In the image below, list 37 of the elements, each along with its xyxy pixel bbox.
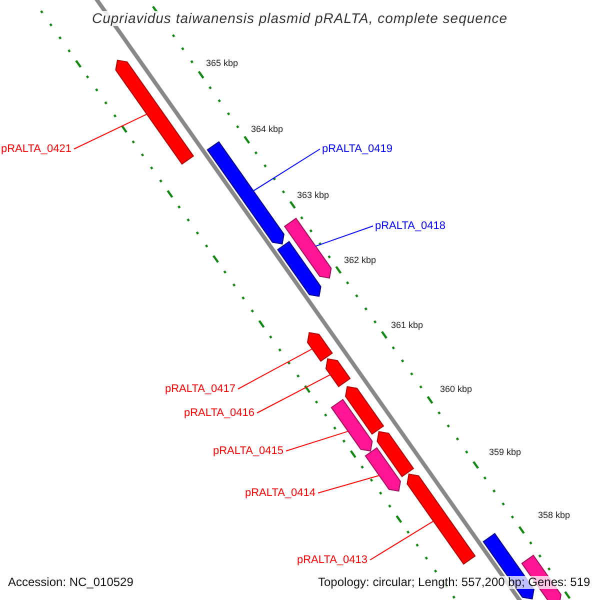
gene-block xyxy=(276,240,322,297)
gene-label: pRALTA_0419 xyxy=(322,143,393,156)
leader-line xyxy=(286,430,349,452)
leader-line xyxy=(318,474,380,494)
gene-block xyxy=(330,398,373,452)
leader-line xyxy=(370,520,434,560)
sequence-info: Topology: circular; Length: 557,200 bp; Genes: 519 xyxy=(318,576,590,589)
gene-block xyxy=(376,431,414,478)
scale-label: 363 kbp xyxy=(297,191,330,201)
gene-block xyxy=(406,474,476,565)
gene-block xyxy=(206,141,284,245)
gene-label: pRALTA_0413 xyxy=(297,554,368,566)
scale-label: 359 kbp xyxy=(489,448,522,458)
gene-label: pRALTA_0421 xyxy=(1,143,72,156)
scale-label: 360 kbp xyxy=(440,385,472,395)
title: Cupriavidus taiwanensis plasmid pRALTA, complete sequence xyxy=(92,10,508,26)
scale-label: 358 kbp xyxy=(538,511,570,521)
gene-label: pRALTA_0414 xyxy=(245,487,316,500)
gene-block xyxy=(325,358,351,388)
gene-label: pRALTA_0415 xyxy=(213,445,284,458)
accession-text: Accession: NC_010529 xyxy=(8,576,134,589)
gene-label: pRALTA_0416 xyxy=(184,407,255,420)
leader-line xyxy=(256,374,331,414)
gene-label: pRALTA_0417 xyxy=(165,383,236,396)
gene-block xyxy=(284,218,332,279)
scale-label: 361 kbp xyxy=(391,321,424,331)
scale-label: 365 kbp xyxy=(206,59,238,69)
leader-line xyxy=(238,348,313,390)
leader-line xyxy=(74,114,148,150)
gene-block xyxy=(307,332,333,362)
gene-block xyxy=(345,386,384,435)
leader-line xyxy=(315,226,374,247)
gene-block xyxy=(364,447,401,492)
gene-block xyxy=(115,60,194,165)
scale-label: 362 kbp xyxy=(344,256,376,266)
gene-label: pRALTA_0418 xyxy=(375,220,446,232)
leader-line xyxy=(252,148,320,192)
